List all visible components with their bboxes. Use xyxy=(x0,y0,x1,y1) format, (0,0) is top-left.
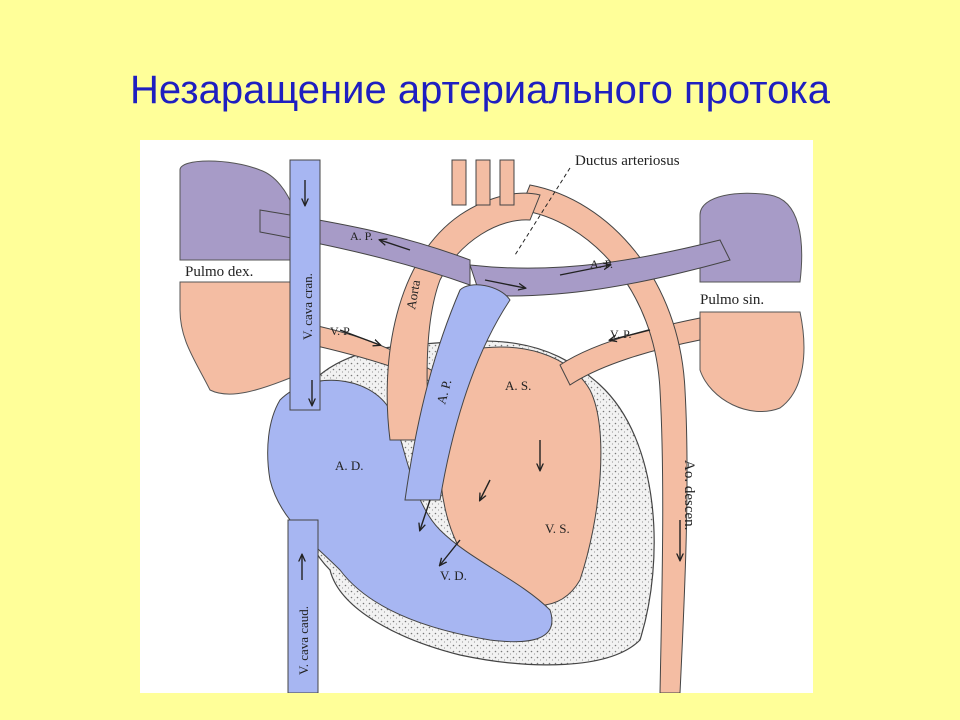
pulmonary-artery-left-branch xyxy=(469,239,731,297)
label-ap-trunk: A. P. xyxy=(433,378,454,406)
label-pulmo-sin: Pulmo sin. xyxy=(700,292,764,308)
label-pulmo-dex: Pulmo dex. xyxy=(185,264,253,280)
label-v-cava-cran: V. cava cran. xyxy=(300,273,315,340)
label-vs: V. S. xyxy=(545,521,570,536)
label-vp-left: V. P. xyxy=(330,324,351,338)
label-ap-right: A. P. xyxy=(590,257,613,271)
label-vd: V. D. xyxy=(440,568,467,583)
label-ductus-arteriosus: Ductus arteriosus xyxy=(575,153,680,169)
ductus-leader-line xyxy=(514,167,571,256)
pulmonary-trunk xyxy=(404,284,511,501)
label-aorta: Aorta xyxy=(403,279,423,311)
pulmo-dex-lung xyxy=(179,160,304,395)
arch-branches xyxy=(451,159,515,206)
label-as: A. S. xyxy=(505,378,531,393)
label-vp-right: V. P. xyxy=(610,327,631,341)
label-v-cava-caud: V. cava caud. xyxy=(296,606,311,675)
heart-diagram: Ductus arteriosus A. P. A. P. Pulmo dex.… xyxy=(140,140,813,693)
flow-arrows xyxy=(302,180,680,580)
label-ap-left: A. P. xyxy=(350,229,373,243)
aorta-descending xyxy=(519,184,688,693)
vena-cava-caudalis xyxy=(287,519,319,693)
label-ao-descen: Ao. descen. xyxy=(681,460,697,530)
slide-title: Незаращение артериального протока xyxy=(130,68,830,112)
label-ad: A. D. xyxy=(335,458,364,473)
